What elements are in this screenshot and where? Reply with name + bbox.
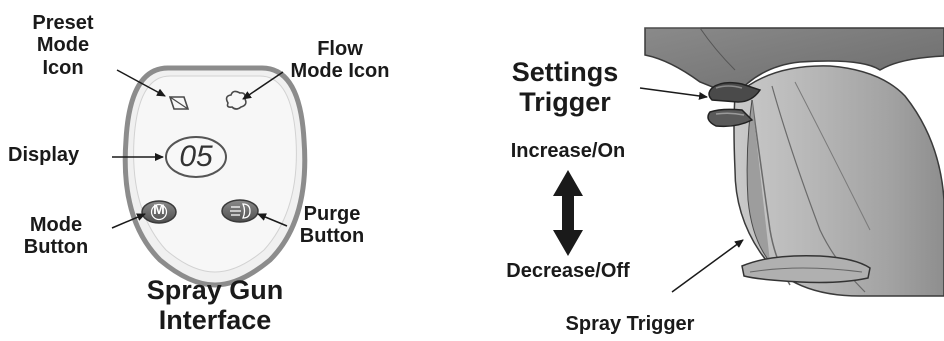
mode-label-line1: Mode — [29, 214, 83, 236]
settings-label-line1: Settings — [511, 57, 619, 87]
flow-mode-icon-label: Flow Mode Icon — [272, 38, 408, 83]
preset-mode-icon — [168, 96, 190, 110]
display-window — [165, 136, 227, 178]
display-readout: 05 — [179, 140, 213, 173]
preset-label-line1: Preset — [32, 12, 94, 34]
purge-label-line1: Purge — [303, 203, 361, 225]
mode-button-glyph: M — [153, 201, 165, 217]
interface-title-line2: Interface — [158, 305, 272, 336]
flow-label-line1: Flow — [317, 38, 363, 60]
display-label: Display — [8, 144, 80, 166]
spray-gun-illustration — [644, 27, 944, 297]
purge-icon — [230, 203, 251, 219]
flow-label-line2: Mode Icon — [290, 60, 390, 83]
increase-on-label: Increase/On — [510, 140, 626, 162]
mode-button-label: Mode Button — [0, 214, 112, 259]
mode-label-line2: Button — [23, 236, 89, 259]
settings-label-line2: Trigger — [519, 87, 611, 118]
mode-button[interactable] — [141, 200, 177, 224]
purge-button[interactable] — [221, 199, 259, 223]
decrease-off-label: Decrease/Off — [506, 260, 630, 282]
preset-label-line2: Mode — [36, 34, 90, 57]
preset-label-line3: Icon — [42, 56, 84, 79]
spray-trigger-label: Spray Trigger — [565, 313, 695, 335]
leader-lines-right — [639, 87, 744, 293]
leader-lines-left — [111, 69, 288, 229]
purge-button-label: Purge Button — [284, 203, 380, 248]
settings-trigger-label: Settings Trigger — [480, 57, 650, 117]
interface-title: Spray Gun Interface — [100, 275, 330, 335]
preset-mode-icon-label: Preset Mode Icon — [8, 12, 118, 79]
interface-panel — [122, 65, 308, 288]
purge-label-line2: Button — [299, 225, 365, 248]
double-arrow-icon — [553, 170, 583, 256]
interface-title-line1: Spray Gun — [146, 275, 284, 305]
